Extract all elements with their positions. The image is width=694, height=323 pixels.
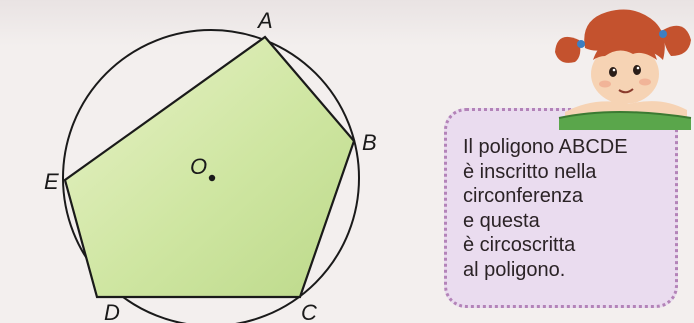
pentagon-abcde [63,35,356,299]
vertex-label-e: E [44,169,59,194]
girl-mascot-icon [555,9,692,130]
vertex-label-a: A [256,8,273,33]
vertex-label-c: C [301,300,317,323]
vertex-label-b: B [362,130,377,155]
center-point [208,174,216,182]
circumscribed-circle [62,29,360,323]
header-strip [0,0,694,46]
callout-text: Il poligono ABCDE è inscritto nella circ… [463,136,628,281]
speech-callout: Il poligono ABCDE è inscritto nella circ… [444,108,678,308]
vertex-label-d: D [104,300,120,323]
center-label-o: O [190,154,207,179]
